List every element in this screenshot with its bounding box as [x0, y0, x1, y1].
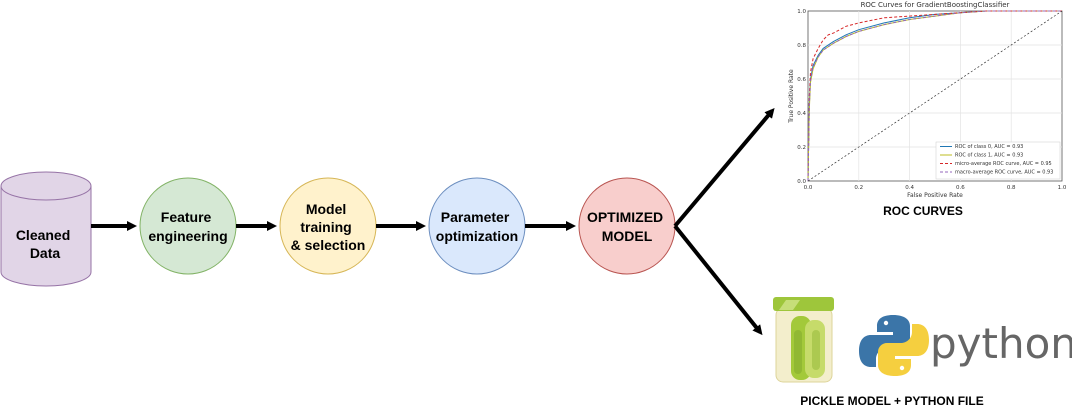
- roc-y-tick-0: 0.0: [797, 179, 806, 185]
- roc-legend-label-0: ROC of class 0, AUC = 0.93: [955, 144, 1023, 150]
- feature-engineering-node: Feature engineering: [139, 177, 237, 275]
- arrow-optimized-to-pickle: [673, 224, 763, 336]
- parameter-optimization-node: Parameter optimization: [428, 177, 526, 275]
- roc-legend-label-1: ROC of class 1, AUC = 0.93: [955, 153, 1023, 159]
- roc-y-tick-3: 0.6: [797, 77, 806, 83]
- python-wordmark: python: [930, 319, 1072, 368]
- roc-x-tick-1: 0.2: [854, 185, 863, 191]
- roc-chart-title: ROC Curves for GradientBoostingClassifie…: [861, 1, 1010, 9]
- roc-x-tick-2: 0.4: [905, 185, 914, 191]
- flow-arrows: [91, 107, 775, 336]
- roc-series-line-4: [807, 10, 1063, 182]
- cleaned-data-line-2: Data: [30, 245, 61, 261]
- feature-line-2: engineering: [148, 228, 227, 244]
- roc-x-axis-label: False Positive Rate: [907, 192, 963, 199]
- pickle-caption: PICKLE MODEL + PYTHON FILE: [800, 394, 983, 408]
- roc-lines: [807, 10, 1063, 182]
- roc-y-tick-1: 0.2: [797, 145, 806, 151]
- feature-engineering-label: Feature engineering: [148, 209, 227, 244]
- parameter-optimization-label: Parameter optimization: [436, 209, 518, 244]
- roc-y-axis-label: True Positive Rate: [788, 69, 795, 124]
- roc-legend-box: [935, 141, 1061, 180]
- roc-x-tick-4: 0.8: [1007, 185, 1016, 191]
- cleaned-data-line-1: Cleaned: [16, 227, 70, 243]
- roc-y-tick-4: 0.8: [797, 43, 806, 49]
- optimized-model-node: OPTIMIZED MODEL: [578, 177, 676, 275]
- optimized-model-label: OPTIMIZED MODEL: [587, 209, 667, 244]
- roc-x-tick-3: 0.6: [956, 185, 965, 191]
- training-line-2: training: [300, 219, 351, 235]
- roc-legend-label-2: micro-average ROC curve, AUC = 0.95: [955, 161, 1052, 167]
- param-line-1: Parameter: [441, 209, 510, 225]
- roc-series-line-3: [807, 10, 1062, 182]
- roc-caption: ROC CURVES: [883, 204, 963, 218]
- cleaned-data-node: Cleaned Data: [0, 171, 92, 287]
- roc-series-line-2: [807, 10, 1062, 182]
- pickle-jar-icon: [773, 297, 834, 383]
- model-training-node: Model training & selection: [279, 177, 377, 275]
- training-line-1: Model: [306, 201, 346, 217]
- optimized-line-1: OPTIMIZED: [587, 209, 663, 225]
- roc-ticks: 0.0 0.2 0.4 0.6 0.8 1.0 0.0 0.2 0.4 0.6 0.8 1.0: [797, 9, 1067, 191]
- training-line-3: & selection: [291, 237, 366, 253]
- roc-chart: ROC Curves for GradientBoostingClassifie…: [788, 1, 1067, 218]
- python-logo: python: [859, 315, 1072, 376]
- optimized-line-2: MODEL: [602, 228, 653, 244]
- roc-x-tick-5: 1.0: [1058, 185, 1067, 191]
- arrow-optimized-to-roc: [673, 107, 775, 228]
- roc-legend-label-3: macro-average ROC curve, AUC = 0.93: [955, 170, 1053, 176]
- roc-y-tick-2: 0.4: [797, 111, 806, 117]
- feature-line-1: Feature: [161, 209, 212, 225]
- roc-y-tick-5: 1.0: [797, 9, 806, 15]
- model-training-label: Model training & selection: [291, 201, 366, 253]
- param-line-2: optimization: [436, 228, 518, 244]
- python-icon: [859, 315, 929, 376]
- roc-x-tick-0: 0.0: [804, 185, 813, 191]
- cleaned-data-label: Cleaned Data: [16, 227, 74, 261]
